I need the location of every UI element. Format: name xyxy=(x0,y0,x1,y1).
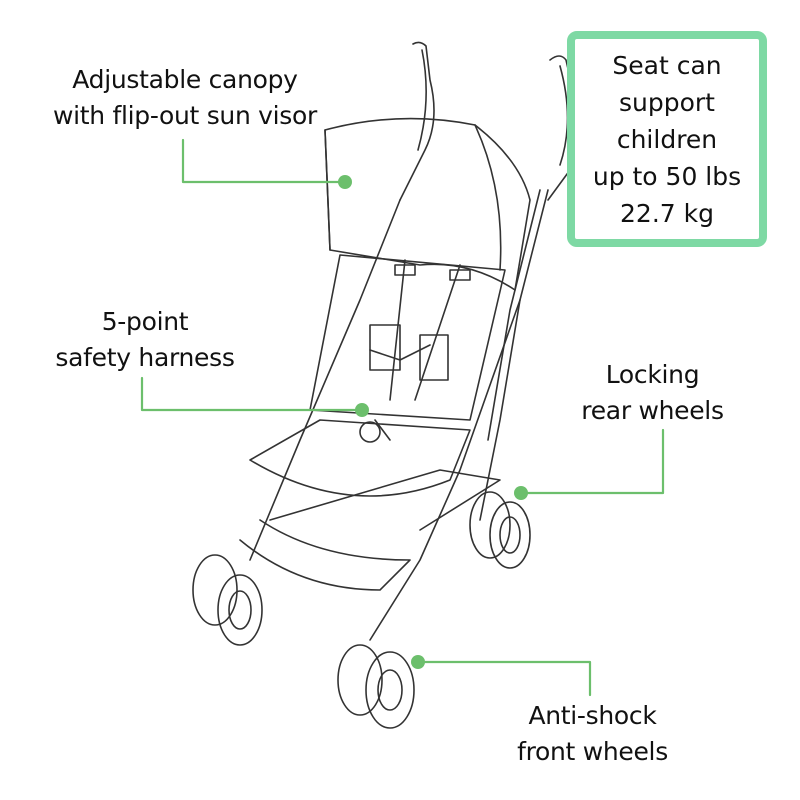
front-wheels-callout-line xyxy=(416,660,592,697)
rear-wheels-callout-dot xyxy=(514,486,528,500)
rear-wheels xyxy=(469,491,531,569)
harness-label: 5-point safety harness xyxy=(55,307,235,372)
front-wheels-label: Anti-shock front wheels xyxy=(517,701,668,766)
seat xyxy=(249,419,471,497)
harness xyxy=(369,259,461,441)
canopy-callout-line xyxy=(181,138,347,184)
rear-wheels-callout-line xyxy=(519,428,665,495)
rear-wheels-label: Locking rear wheels xyxy=(581,360,724,425)
seat-back xyxy=(309,254,506,421)
callout-lines xyxy=(140,138,665,697)
capacity-box: Seat can support children up to 50 lbs 2… xyxy=(567,31,767,247)
canopy-callout-dot xyxy=(338,175,352,189)
front-wheels-callout-dot xyxy=(411,655,425,669)
harness-callout-line xyxy=(140,376,364,412)
harness-callout-dot xyxy=(355,403,369,417)
canopy-label: Adjustable canopy with flip-out sun viso… xyxy=(52,65,318,130)
frame-rear xyxy=(479,189,549,521)
basket xyxy=(239,519,411,591)
frame-front xyxy=(249,199,401,561)
front-wheels xyxy=(192,554,415,729)
left-handle xyxy=(399,41,435,201)
